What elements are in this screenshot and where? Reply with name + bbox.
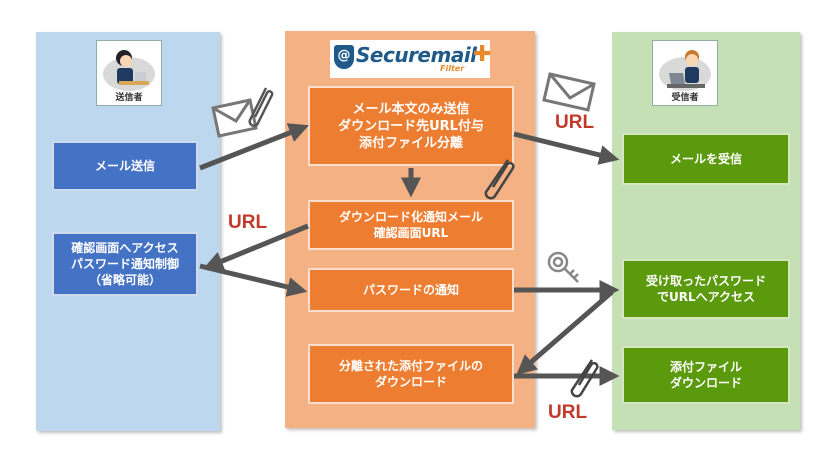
- paperclip-icon: [248, 87, 274, 128]
- arrow-send-to-service: [199, 123, 309, 171]
- logo-suffix: Filter: [440, 64, 465, 73]
- shield-at-icon: @: [334, 45, 354, 69]
- step-download-notice: ダウンロード化通知メール 確認画面URL: [308, 200, 514, 250]
- step-body-only: メール本文のみ送信 ダウンロード先URL付与 添付ファイル分離: [308, 86, 514, 166]
- step-access-confirm: 確認画面へアクセス パスワード通知制御 （省略可能）: [52, 232, 198, 296]
- securemail-logo: @ Securemail ✚ Filter: [330, 40, 492, 78]
- receiver-caption: 受信者: [671, 93, 699, 103]
- step-password-notice: パスワードの通知: [308, 268, 514, 312]
- arrow-service-to-receiver: [513, 131, 620, 165]
- step-access-url: 受け取ったパスワード でURLへアクセス: [622, 259, 790, 319]
- step-send-mail: メール送信: [52, 141, 198, 191]
- step-separated-download: 分離された添付ファイルの ダウンロード: [308, 344, 514, 404]
- plus-icon: ✚: [473, 42, 492, 67]
- url-label-mail: URL: [555, 112, 595, 133]
- step-download-attach: 添付ファイル ダウンロード: [622, 346, 790, 404]
- url-label-confirm: URL: [228, 212, 268, 233]
- receiver-avatar: 受信者: [652, 40, 718, 106]
- envelope-icon: [542, 72, 596, 112]
- paperclip-icon: [484, 159, 515, 200]
- arrow-receiver-to-download: [516, 290, 614, 375]
- sender-caption: 送信者: [115, 93, 143, 103]
- sender-avatar: 送信者: [96, 40, 162, 106]
- url-label-download: URL: [548, 402, 588, 423]
- envelope-icon: [211, 98, 258, 138]
- arrow-sender-to-password: [199, 263, 308, 297]
- paperclip-icon: [570, 359, 599, 398]
- logo-text: Securemail: [356, 43, 477, 67]
- arrow-notice-to-sender: [203, 223, 309, 271]
- step-receive-mail: メールを受信: [622, 133, 790, 185]
- person-receiver-icon: [667, 50, 705, 88]
- key-icon: [547, 251, 579, 283]
- person-sender-icon: [116, 50, 149, 85]
